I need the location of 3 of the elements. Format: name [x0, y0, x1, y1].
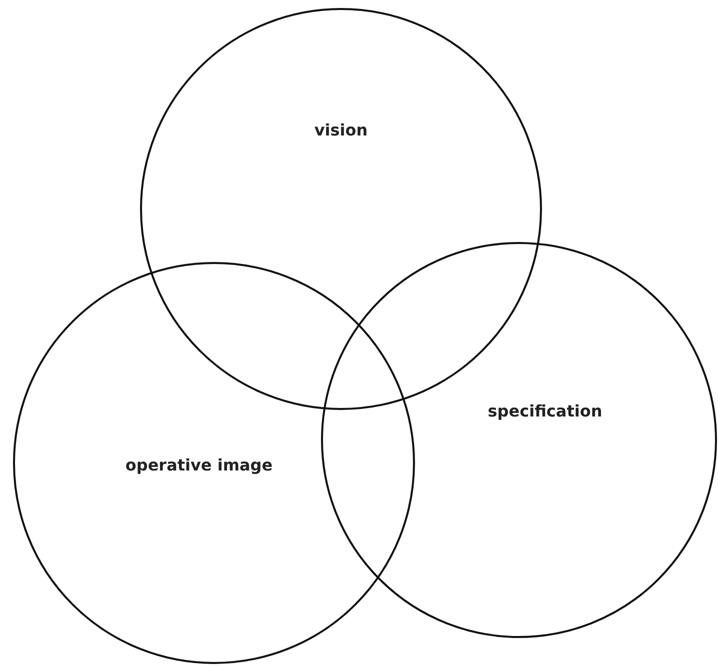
- circle-label: vision: [314, 120, 368, 140]
- circle-label: operative image: [125, 456, 273, 474]
- circle-label: specification: [488, 402, 602, 420]
